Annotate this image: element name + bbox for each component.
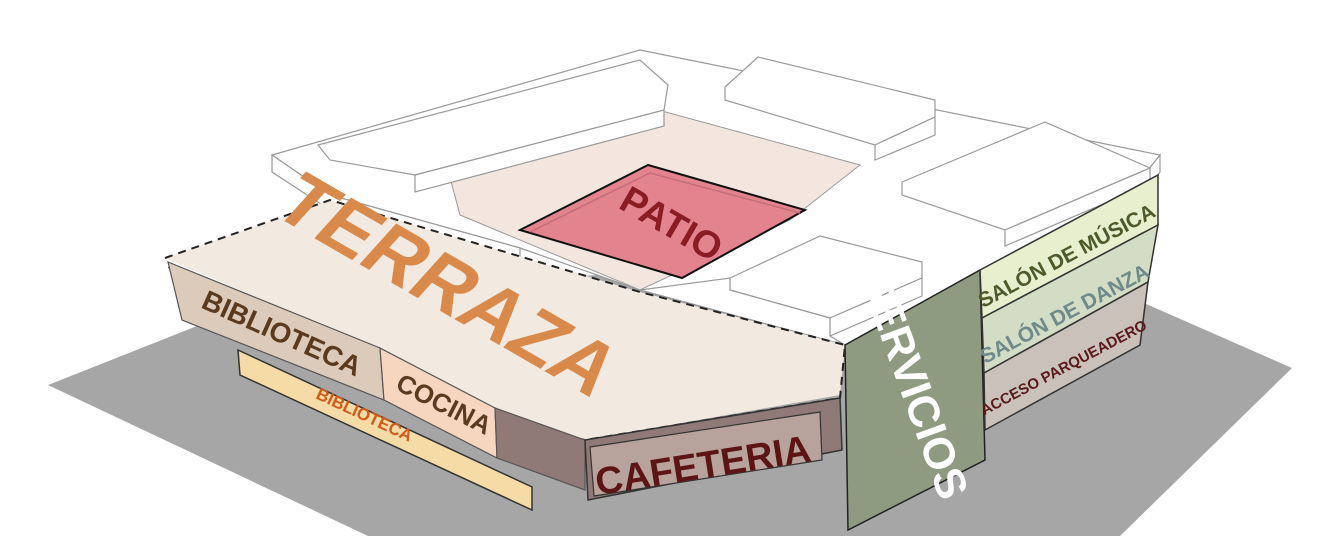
building-axonometric-diagram: PATIO TERRAZA BIBLIOTECA COCINA BIBLIOTE… bbox=[0, 0, 1318, 536]
